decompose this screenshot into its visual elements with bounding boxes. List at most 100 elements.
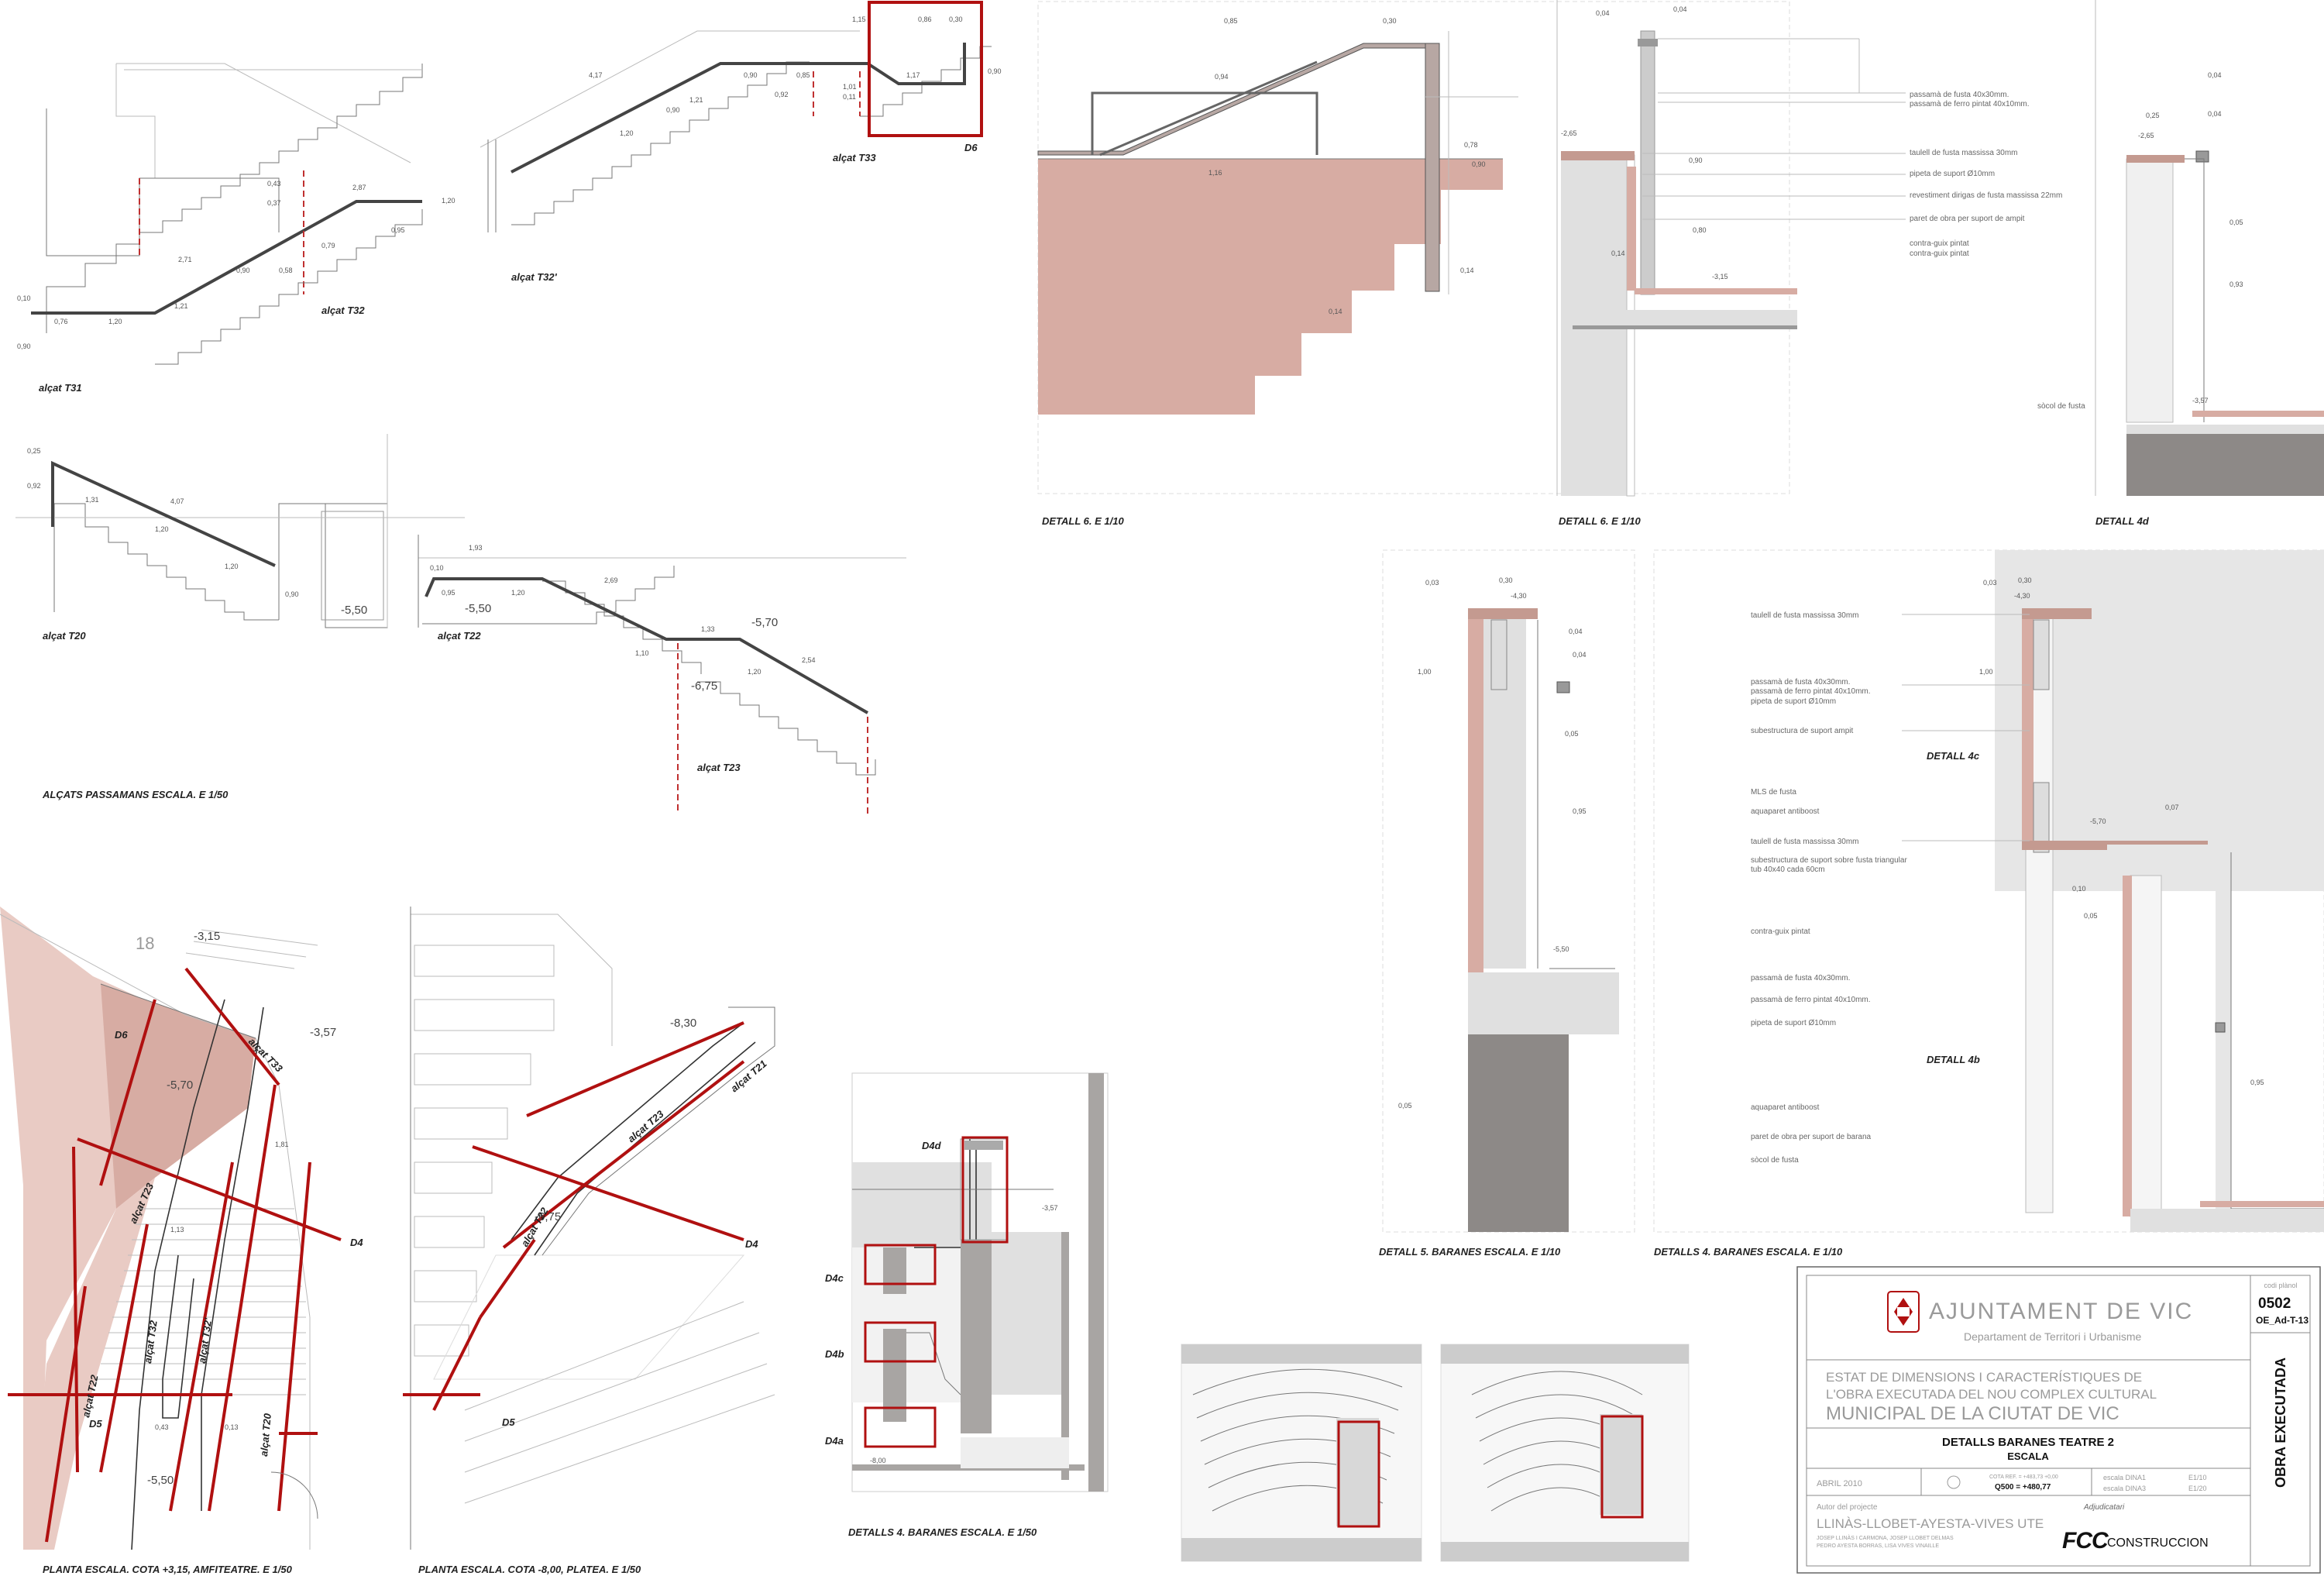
note: contra-guix pintat	[1910, 249, 1969, 258]
caption-plan-left: PLANTA ESCALA. COTA +3,15, AMFITEATRE. E…	[43, 1564, 293, 1575]
view-label-t32-prime: alçat T32'	[511, 271, 558, 283]
dim: 1,93	[469, 544, 483, 552]
level-label: -4,30	[2014, 592, 2030, 600]
level-label: -8,00	[870, 1457, 886, 1464]
caption-detail-4d: DETALL 4d	[2095, 515, 2150, 527]
level-label: -5,50	[147, 1474, 174, 1487]
note: passamà de ferro pintat 40x10mm.	[1751, 687, 1871, 696]
level-label: -6,75	[535, 1210, 561, 1223]
detail-4d: -2,65 -3,57 0,04 0,04 0,25 0,05 0,93 sòc…	[2037, 0, 2324, 527]
detail-6-section: -2,65 -3,15 0,04 0,04 0,90 0,14 0,80 pas…	[1556, 0, 2062, 527]
note: passamà de ferro pintat 40x10mm.	[1910, 100, 2030, 108]
level-label: -5,50	[465, 602, 491, 615]
marker-d4: D4	[745, 1238, 758, 1250]
dim: 0,14	[1460, 267, 1474, 274]
dim: 2,87	[352, 184, 366, 191]
dim: 0,37	[267, 199, 281, 207]
dim: 0,79	[321, 242, 335, 249]
plan-label: alçat T32	[142, 1319, 160, 1364]
caption-elevations: ALÇATS PASSAMANS ESCALA. E 1/50	[42, 789, 229, 800]
author-names: PEDRO AYESTA BORRAS, LISA VIVES VINAILLE	[1817, 1543, 1939, 1549]
detail-4: -4,30 -5,70 0,03 0,30 1,00 0,07 0,10 0,0…	[1653, 549, 2324, 1258]
caption-plan-mid: PLANTA ESCALA. COTA -8,00, PLATEA. E 1/5…	[418, 1564, 641, 1575]
section-line-d4	[77, 1137, 342, 1241]
note: aquaparet antiboost	[1751, 807, 1820, 816]
author: LLINÀS-LLOBET-AYESTA-VIVES UTE	[1817, 1516, 2044, 1531]
date: ABRIL 2010	[1817, 1479, 1862, 1488]
org-name: AJUNTAMENT DE VIC	[1929, 1299, 2193, 1324]
note: paret de obra per suport de ampit	[1910, 215, 2025, 223]
level-label: -5,70	[2090, 817, 2106, 825]
key-plan-right	[1440, 1344, 1690, 1562]
dims-t31-t32: 0,10 0,90 0,76 1,20 1,21 2,71 0,90 0,58 …	[17, 180, 456, 350]
dim: 0,90	[666, 106, 680, 114]
dims-detail-6a: 0,85 0,30 0,94 1,16 0,78 0,90 0,14 0,14	[1208, 17, 1486, 315]
dim: 0,05	[2229, 219, 2243, 226]
level-label: -3,57	[1042, 1204, 1058, 1212]
plan-platea: -8,30 -6,75 D4 D5 alçat T21 alçat T23 al…	[403, 907, 775, 1575]
dim: 0,14	[1329, 308, 1342, 315]
level-label: -3,57	[2192, 397, 2209, 404]
level-label: -5,70	[751, 616, 778, 629]
author-names: JOSEP LLINÀS I CARMONA, JOSEP LLOBET DEL…	[1817, 1534, 1954, 1541]
marker-d4b: D4b	[825, 1348, 844, 1360]
caption-detail-6a: DETALL 6. E 1/10	[1042, 515, 1124, 527]
level-label: -3,57	[310, 1026, 336, 1039]
note: revestiment dirigas de fusta massissa 22…	[1910, 191, 2062, 200]
project-title-line: MUNICIPAL DE LA CIUTAT DE VIC	[1826, 1403, 2119, 1424]
dim: 0,76	[54, 318, 68, 325]
dim: 0,13	[225, 1423, 239, 1431]
dim: 1,33	[701, 625, 715, 633]
dim: 1,01	[843, 83, 857, 91]
dim: 1,20	[442, 197, 456, 205]
dim: 0,04	[1569, 628, 1583, 635]
section-line-d4	[472, 1145, 744, 1241]
note: contra-guix pintat	[1751, 927, 1810, 936]
dim: 4,07	[170, 497, 184, 505]
dim: 1,13	[170, 1226, 184, 1234]
notes-detail-4: taulell de fusta massissa 30mm passamà d…	[1751, 611, 2030, 1165]
dim: 1,20	[155, 525, 169, 533]
notes-detail-6b: passamà de fusta 40x30mm. passamà de fer…	[1642, 91, 2062, 258]
dim: 0,90	[988, 67, 1002, 75]
view-label-t20: alçat T20	[43, 630, 86, 642]
dim: 0,95	[1573, 807, 1587, 815]
dim: 0,14	[1611, 249, 1625, 257]
note: subestructura de suport ampit	[1751, 727, 1854, 735]
detail-6-elevation: 0,85 0,30 0,94 1,16 0,78 0,90 0,14 0,14 …	[1037, 1, 1790, 527]
dim: 0,58	[279, 267, 293, 274]
dim: 0,90	[1689, 157, 1703, 164]
view-label-t32: alçat T32	[321, 305, 365, 316]
dim: 0,30	[1499, 576, 1513, 584]
dim: 0,10	[2072, 885, 2086, 893]
level-label: -4,30	[1511, 592, 1527, 600]
dim: 0,78	[1464, 141, 1478, 149]
scale-label: escala DINA3	[2103, 1485, 2146, 1492]
plan-label: alçat T20	[258, 1413, 273, 1457]
note: paret de obra per suport de barana	[1751, 1133, 1872, 1141]
dim: 1,21	[174, 302, 188, 310]
caption-detail-4-small: DETALLS 4. BARANES ESCALA. E 1/50	[848, 1526, 1037, 1538]
dim: 4,17	[589, 71, 603, 79]
dim: 0,25	[27, 447, 41, 455]
dim: 0,04	[1573, 651, 1587, 659]
dim: 0,95	[2250, 1079, 2264, 1086]
marker-d6: D6	[964, 142, 978, 153]
level-label: -8,30	[670, 1017, 696, 1030]
seat-number: 18	[136, 934, 154, 953]
dim: 0,86	[918, 15, 932, 23]
key-plan-left	[1181, 1344, 1422, 1562]
project-title-line: ESTAT DE DIMENSIONS I CARACTERÍSTIQUES D…	[1826, 1370, 2142, 1385]
drawing-code: 0502	[2258, 1296, 2291, 1312]
dim: 0,43	[155, 1423, 169, 1431]
detail-4-callouts	[864, 1136, 1009, 1448]
dim: 0,30	[1383, 17, 1397, 25]
note: sòcol de fusta	[1751, 1156, 1799, 1165]
marker-d4c: D4c	[825, 1272, 844, 1284]
scale-value: E1/10	[2188, 1474, 2207, 1481]
cota-ref: COTA REF. = +483,73 +0,00	[1989, 1474, 2058, 1480]
dim: 0,07	[2165, 803, 2179, 811]
level-label: -6,75	[691, 680, 717, 693]
contractor-logo: FCC	[2062, 1528, 2109, 1554]
note: taulell de fusta massissa 30mm	[1751, 838, 1859, 846]
